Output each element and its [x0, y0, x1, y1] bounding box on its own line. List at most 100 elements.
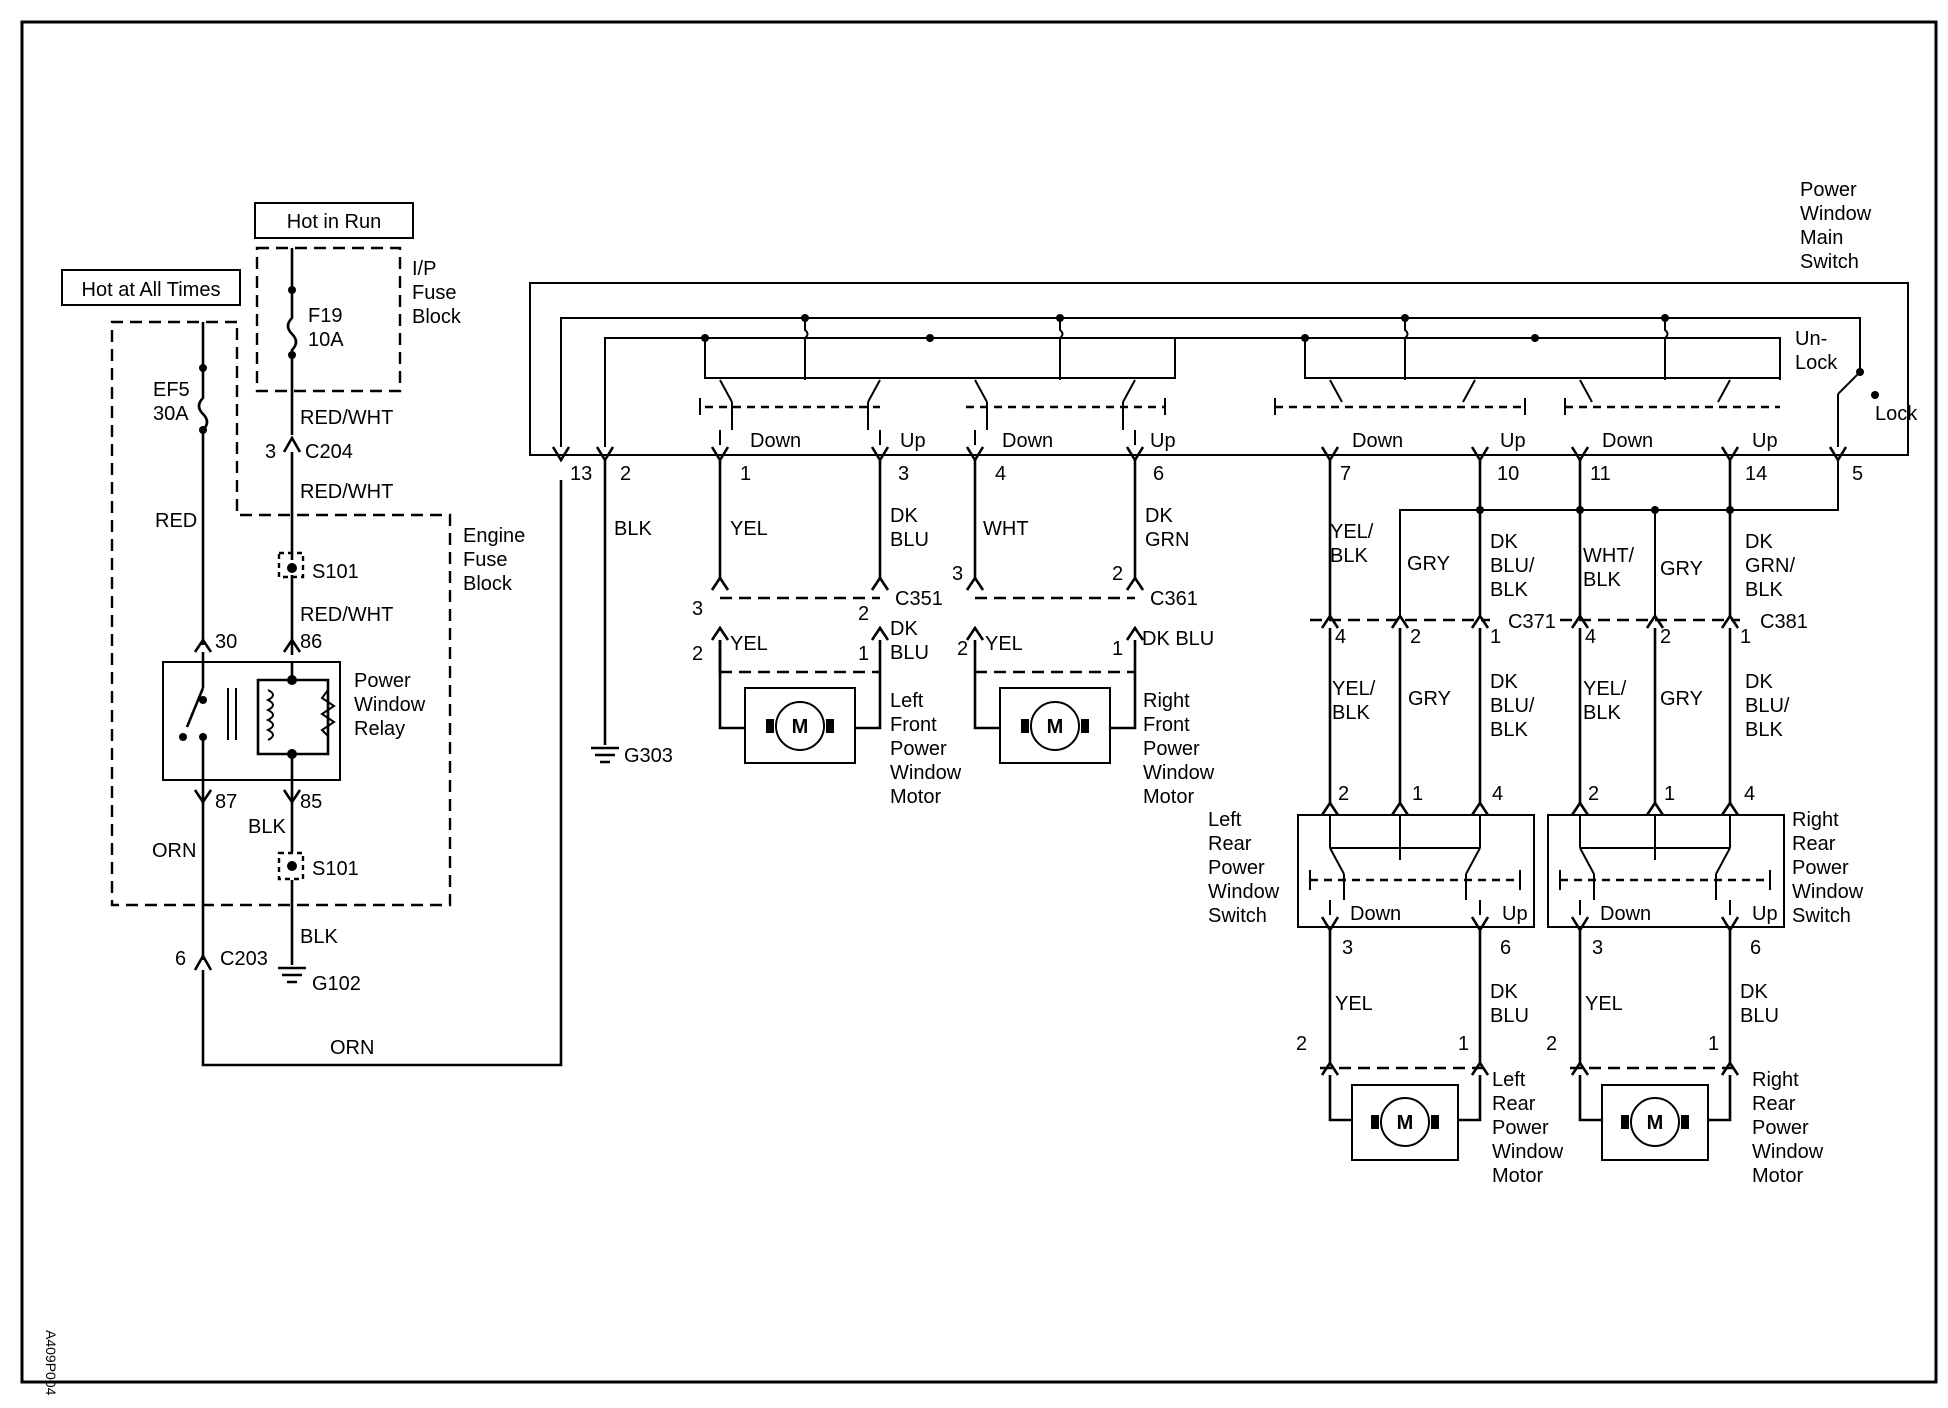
lf-motor [744, 687, 856, 764]
page-border [20, 20, 1938, 1384]
wire-gry-rr1: GRY [1660, 558, 1703, 580]
wire-red-wht-3: RED/WHT [300, 604, 393, 626]
hot-in-run-box [254, 202, 414, 239]
rr-window-switch [1547, 814, 1785, 928]
svg-text:14: 14 [1745, 463, 1767, 485]
ip-fuse-block-outline [255, 246, 402, 393]
g303-ground [591, 746, 619, 764]
svg-text:4: 4 [1335, 626, 1346, 648]
svg-text:5: 5 [1852, 463, 1863, 485]
lr-motor [1351, 1084, 1459, 1161]
svg-text:2: 2 [692, 643, 703, 665]
svg-text:1: 1 [1740, 626, 1751, 648]
svg-text:4: 4 [995, 463, 1006, 485]
g303-label: G303 [624, 745, 673, 767]
wire-whtblk-rr1: WHT/BLK [1583, 545, 1635, 591]
svg-text:6: 6 [1500, 937, 1511, 959]
wire-orn-1: ORN [152, 840, 196, 862]
svg-text:87: 87 [215, 791, 237, 813]
svg-text:86: 86 [300, 631, 322, 653]
ef5-fuse [197, 322, 209, 645]
c361-label: C361 [1150, 588, 1198, 610]
svg-text:3: 3 [1342, 937, 1353, 959]
wire-dkblu-rf2: DK BLU [1142, 628, 1214, 650]
svg-text:6: 6 [1153, 463, 1164, 485]
svg-text:4: 4 [1744, 783, 1755, 805]
unlock-label: Un-Lock [1795, 328, 1838, 374]
wire-yel-lf1: YEL [730, 518, 768, 540]
svg-text:2: 2 [1546, 1033, 1557, 1055]
c204-connector [282, 435, 302, 453]
svg-text:M: M [1647, 1112, 1664, 1134]
wire-yelblk-lr1: YEL/BLK [1330, 521, 1374, 567]
wire-gry-rr2: GRY [1660, 688, 1703, 710]
hot-at-all-times-label: Hot at All Times [82, 279, 221, 301]
svg-text:2: 2 [1112, 563, 1123, 585]
svg-text:85: 85 [300, 791, 322, 813]
s101-label-lower: S101 [312, 858, 359, 880]
svg-text:3: 3 [1592, 937, 1603, 959]
svg-text:Up: Up [1502, 903, 1528, 925]
wire-yel-rr3: YEL [1585, 993, 1623, 1015]
c203-label: C203 [220, 948, 268, 970]
svg-text:Down: Down [1602, 430, 1653, 452]
svg-text:11: 11 [1590, 463, 1611, 485]
svg-text:Down: Down [1350, 903, 1401, 925]
svg-text:M: M [1397, 1112, 1414, 1134]
svg-text:1: 1 [1664, 783, 1675, 805]
g102-label: G102 [312, 973, 361, 995]
svg-text:Up: Up [1752, 430, 1778, 452]
svg-text:3: 3 [265, 441, 276, 463]
wire-red-wht-2: RED/WHT [300, 481, 393, 503]
svg-text:Down: Down [1352, 430, 1403, 452]
svg-text:Up: Up [1752, 903, 1778, 925]
svg-text:2: 2 [1338, 783, 1349, 805]
lock-label: Lock [1875, 403, 1918, 425]
svg-text:1: 1 [1490, 626, 1501, 648]
c351-label: C351 [895, 588, 943, 610]
main-switch-pins: 13 2 1 3 4 6 7 10 11 14 5 [551, 446, 1863, 485]
wire-yel-lr3: YEL [1335, 993, 1373, 1015]
svg-text:1: 1 [858, 643, 869, 665]
svg-text:Up: Up [1150, 430, 1176, 452]
svg-text:3: 3 [898, 463, 909, 485]
lr-window-switch [1297, 814, 1535, 928]
svg-text:1: 1 [1458, 1033, 1469, 1055]
wire-yelblk-lr2: YEL/BLK [1332, 678, 1376, 724]
svg-text:Down: Down [1002, 430, 1053, 452]
svg-text:2: 2 [1660, 626, 1671, 648]
c203-connector [193, 953, 213, 971]
svg-text:M: M [1047, 716, 1064, 738]
wire-red-wht-1: RED/WHT [300, 407, 393, 429]
hot-in-run-label: Hot in Run [287, 211, 382, 233]
svg-text:2: 2 [1410, 626, 1421, 648]
power-window-main-switch [529, 282, 1909, 456]
svg-text:2: 2 [1588, 783, 1599, 805]
svg-text:Down: Down [750, 430, 801, 452]
svg-text:6: 6 [1750, 937, 1761, 959]
hot-at-all-times-box [61, 269, 241, 306]
svg-text:30: 30 [215, 631, 237, 653]
engine-fuse-block-outline [110, 320, 452, 907]
svg-text:2: 2 [858, 603, 869, 625]
c204-label: C204 [305, 441, 353, 463]
rf-motor [999, 687, 1111, 764]
f19-fuse [286, 248, 298, 355]
wire-red: RED [155, 510, 197, 532]
svg-text:1: 1 [1112, 638, 1123, 660]
wire-gry-lr1: GRY [1407, 553, 1450, 575]
